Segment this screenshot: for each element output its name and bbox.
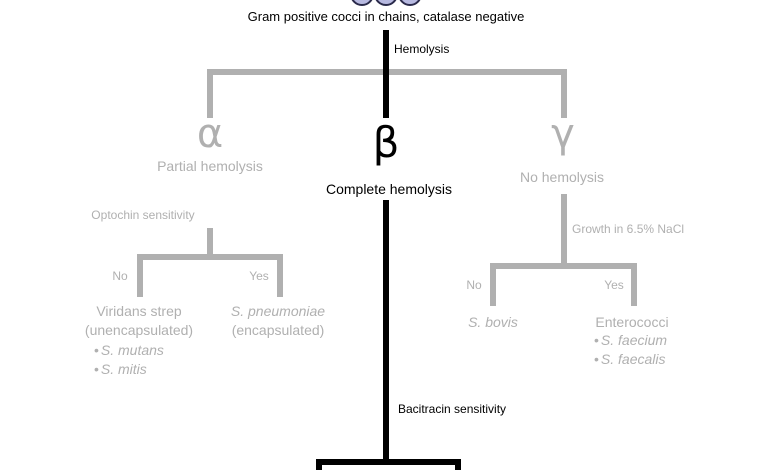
bovis-label: S. bovis [468,314,518,330]
alpha-label: Partial hemolysis [157,158,263,174]
bullet-icon: • [594,351,599,367]
viridans-sublabel: (unencapsulated) [84,322,194,338]
pneumoniae-label: S. pneumoniae [230,303,326,319]
gamma-yes-label: Yes [604,278,624,292]
alpha-symbol: α [196,111,224,157]
viridans-example-2: •S. mitis [94,361,147,377]
bullet-icon: • [594,332,599,348]
root-label: Gram positive cocci in chains, catalase … [247,9,525,24]
enterococci-example-2: •S. faecalis [594,351,666,367]
optochin-test-label: Optochin sensitivity [91,208,195,222]
gamma-symbol: γ [551,111,575,157]
beta-path-active [316,30,461,470]
gamma-no-label: No [466,278,482,292]
nacl-test-label: Growth in 6.5% NaCl [572,222,685,236]
hemolysis-test-label: Hemolysis [394,42,450,56]
beta-label: Complete hemolysis [325,181,453,197]
enterococci-example-1: •S. faecium [594,332,668,348]
enterococci-label: Enterococci [595,314,669,330]
beta-symbol: β [372,118,400,167]
viridans-label: Viridans strep [96,303,182,319]
alpha-yes-label: Yes [249,269,269,283]
alpha-no-label: No [112,269,128,283]
pneumoniae-sublabel: (encapsulated) [231,322,325,338]
viridans-example-1: •S. mutans [94,342,164,358]
bullet-icon: • [94,361,99,377]
bullet-icon: • [94,342,99,358]
gamma-label: No hemolysis [519,169,605,185]
bacitracin-test-label: Bacitracin sensitivity [398,402,507,416]
cocci-chain-icon [351,0,421,6]
